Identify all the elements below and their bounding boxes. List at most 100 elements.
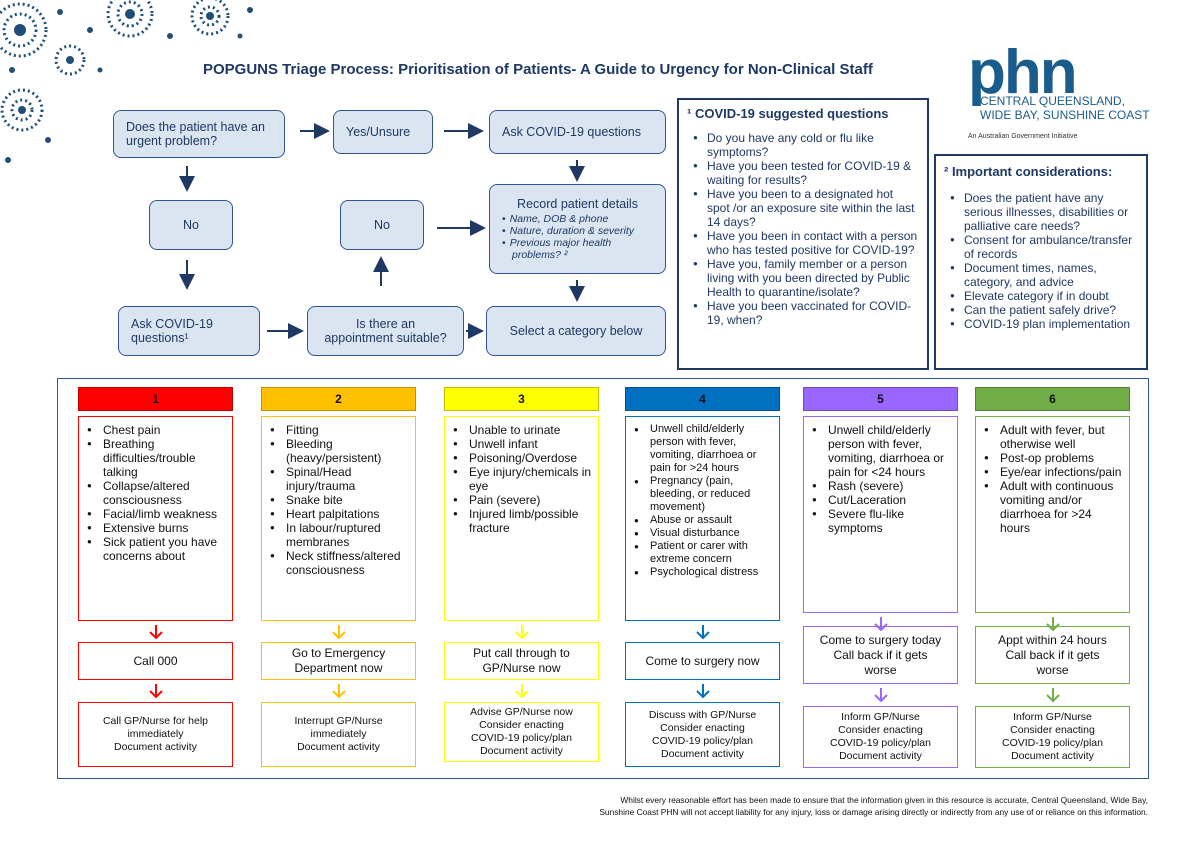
category-3-symptoms: Unable to urinateUnwell infantPoisoning/… xyxy=(444,416,599,621)
select-category-text: Select a category below xyxy=(509,324,643,338)
no-middle-text: No xyxy=(374,218,390,232)
phn-logo: phn xyxy=(968,38,1078,107)
urgent-question-text: Does the patient have an urgent problem? xyxy=(126,120,265,148)
category-1-action: Call 000 xyxy=(78,642,233,680)
considerations-heading: ² Important considerations: xyxy=(944,164,1113,179)
yes-unsure-box: Yes/Unsure xyxy=(333,110,433,154)
list-item: Bleeding (heavy/persistent) xyxy=(270,437,409,465)
category-5-header: 5 xyxy=(803,387,958,411)
chevron-down-icon xyxy=(695,684,710,699)
list-item: Adult with continuous vomiting and/or di… xyxy=(984,479,1123,535)
list-item: Post-op problems xyxy=(984,451,1123,465)
list-item: Rash (severe) xyxy=(812,479,951,493)
chevron-down-icon xyxy=(331,625,346,640)
page-title: POPGUNS Triage Process: Prioritisation o… xyxy=(203,61,873,78)
ask-covid-top-box: Ask COVID-19 questions xyxy=(489,110,666,154)
appointment-question-text: Is there an appointment suitable? xyxy=(324,317,447,345)
category-6-symptoms: Adult with fever, but otherwise wellPost… xyxy=(975,416,1130,613)
list-item: Heart palpitations xyxy=(270,507,409,521)
list-item: Document times, names, category, and adv… xyxy=(950,261,1138,289)
chevron-down-icon xyxy=(148,625,163,640)
category-3-header: 3 xyxy=(444,387,599,411)
chevron-down-icon xyxy=(514,625,529,640)
category-4-header: 4 xyxy=(625,387,780,411)
category-2-action: Go to Emergency Department now xyxy=(261,642,416,680)
list-item: Extensive burns xyxy=(87,521,226,535)
list-item: Have you been vaccinated for COVID-19, w… xyxy=(693,299,919,327)
list-item: Severe flu-like symptoms xyxy=(812,507,951,535)
chevron-down-icon xyxy=(873,617,888,632)
list-item: Does the patient have any serious illnes… xyxy=(950,191,1138,233)
list-item: Unwell child/elderly person with fever, … xyxy=(634,423,773,475)
chevron-down-icon xyxy=(873,688,888,703)
list-item: Unable to urinate xyxy=(453,423,592,437)
category-1-header: 1 xyxy=(78,387,233,411)
list-item: Unwell child/elderly person with fever, … xyxy=(812,423,951,479)
list-item: Visual disturbance xyxy=(634,527,773,540)
logo-region-line2: WIDE BAY, SUNSHINE COAST xyxy=(980,108,1150,122)
category-4-symptoms: Unwell child/elderly person with fever, … xyxy=(625,416,780,621)
select-category-box: Select a category below xyxy=(486,306,666,356)
disclaimer-line1: Whilst every reasonable effort has been … xyxy=(620,795,1148,805)
record-details-box: Record patient details Name, DOB & phone… xyxy=(489,184,666,274)
ask-covid-bottom-text: Ask COVID-19 questions¹ xyxy=(131,317,213,345)
list-item: Poisoning/Overdose xyxy=(453,451,592,465)
list-item: Neck stiffness/altered consciousness xyxy=(270,549,409,577)
category-6-action: Appt within 24 hours Call back if it get… xyxy=(975,626,1130,684)
list-item: Nature, duration & severity xyxy=(510,225,657,237)
list-item: Breathing difficulties/trouble talking xyxy=(87,437,226,479)
list-item: Patient or carer with extreme concern xyxy=(634,540,773,566)
no-middle-box: No xyxy=(340,200,424,250)
category-3-follow-up: Advise GP/Nurse now Consider enacting CO… xyxy=(444,702,599,762)
chevron-down-icon xyxy=(695,625,710,640)
record-details-title: Record patient details xyxy=(517,197,638,211)
list-item: Spinal/Head injury/trauma xyxy=(270,465,409,493)
list-item: Psychological distress xyxy=(634,566,773,579)
yes-unsure-text: Yes/Unsure xyxy=(346,125,411,139)
category-3-action: Put call through to GP/Nurse now xyxy=(444,642,599,680)
category-2-header: 2 xyxy=(261,387,416,411)
no-left-box: No xyxy=(149,200,233,250)
disclaimer: Whilst every reasonable effort has been … xyxy=(428,794,1148,818)
category-6-header: 6 xyxy=(975,387,1130,411)
appointment-question-box: Is there an appointment suitable? xyxy=(307,306,464,356)
list-item: Abuse or assault xyxy=(634,514,773,527)
category-1-follow-up: Call GP/Nurse for help immediately Docum… xyxy=(78,702,233,767)
list-item: Adult with fever, but otherwise well xyxy=(984,423,1123,451)
considerations-box: ² Important considerations: Does the pat… xyxy=(934,154,1148,370)
covid-questions-list: Do you have any cold or flu like symptom… xyxy=(693,131,919,327)
category-5-follow-up: Inform GP/Nurse Consider enacting COVID-… xyxy=(803,706,958,768)
list-item: Name, DOB & phone xyxy=(510,213,657,225)
ask-covid-top-text: Ask COVID-19 questions xyxy=(502,125,641,139)
list-item: Pregnancy (pain, bleeding, or reduced mo… xyxy=(634,475,773,514)
category-6-follow-up: Inform GP/Nurse Consider enacting COVID-… xyxy=(975,706,1130,768)
list-item: Injured limb/possible fracture xyxy=(453,507,592,535)
urgent-question-box: Does the patient have an urgent problem? xyxy=(113,110,285,158)
category-4-follow-up: Discuss with GP/Nurse Consider enacting … xyxy=(625,702,780,767)
record-details-list: Name, DOB & phone Nature, duration & sev… xyxy=(498,213,657,261)
category-4-action: Come to surgery now xyxy=(625,642,780,680)
chevron-down-icon xyxy=(1045,617,1060,632)
dot-art-decoration xyxy=(0,0,253,163)
list-item: Elevate category if in doubt xyxy=(950,289,1138,303)
list-item: COVID-19 plan implementation xyxy=(950,317,1138,331)
list-item: Sick patient you have concerns about xyxy=(87,535,226,563)
category-5-action: Come to surgery today Call back if it ge… xyxy=(803,626,958,684)
category-1-symptoms: Chest painBreathing difficulties/trouble… xyxy=(78,416,233,621)
covid-questions-heading: ¹ COVID-19 suggested questions xyxy=(687,106,889,121)
chevron-down-icon xyxy=(1045,688,1060,703)
category-5-symptoms: Unwell child/elderly person with fever, … xyxy=(803,416,958,613)
chevron-down-icon xyxy=(148,684,163,699)
considerations-list: Does the patient have any serious illnes… xyxy=(950,191,1138,331)
ask-covid-bottom-box: Ask COVID-19 questions¹ xyxy=(118,306,260,356)
list-item: Pain (severe) xyxy=(453,493,592,507)
list-item: Have you been to a designated hot spot /… xyxy=(693,187,919,229)
list-item: Eye/ear infections/pain xyxy=(984,465,1123,479)
list-item: Do you have any cold or flu like symptom… xyxy=(693,131,919,159)
no-left-text: No xyxy=(183,218,199,232)
list-item: Consent for ambulance/transfer of record… xyxy=(950,233,1138,261)
categories-panel xyxy=(57,378,1149,779)
logo-region-line1: CENTRAL QUEENSLAND, xyxy=(980,94,1125,108)
covid-questions-box: ¹ COVID-19 suggested questions Do you ha… xyxy=(677,98,929,370)
